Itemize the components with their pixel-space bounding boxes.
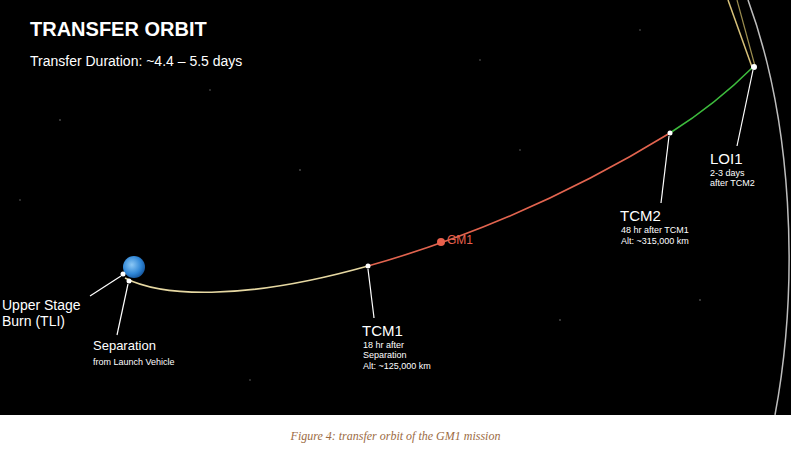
trajectory-segment	[670, 67, 753, 133]
figure-caption: Figure 4: transfer orbit of the GM1 miss…	[0, 429, 791, 444]
star	[209, 89, 210, 90]
stars	[19, 29, 701, 380]
star	[519, 149, 520, 150]
star	[249, 379, 250, 380]
star	[699, 299, 701, 301]
subtitle: Transfer Duration: ~4.4 – 5.5 days	[30, 53, 242, 69]
star	[559, 319, 561, 321]
diagram-title: TRANSFER ORBIT	[30, 18, 207, 41]
event-point	[751, 64, 757, 70]
event-note: Alt: ~125,000 km	[363, 361, 431, 371]
leader-line	[737, 70, 753, 146]
event-point	[668, 131, 673, 136]
event-point	[127, 279, 132, 284]
spacecraft-label: GM1	[447, 234, 473, 248]
event-note: 18 hr after Separation	[363, 340, 419, 361]
event-note: 48 hr after TCM1	[621, 225, 689, 235]
event-point	[366, 264, 371, 269]
event-label: TCM2	[620, 207, 661, 224]
event-note: from Launch Vehicle	[93, 357, 175, 367]
earth	[123, 256, 145, 278]
star	[639, 29, 640, 30]
leader-line	[117, 284, 128, 335]
star	[479, 59, 480, 60]
star	[19, 199, 20, 200]
spacecraft-marker	[437, 238, 445, 246]
trajectory-segment	[125, 266, 368, 292]
event-note: Alt: ~315,000 km	[621, 236, 689, 246]
event-label: TCM1	[362, 322, 403, 339]
star	[299, 169, 301, 171]
event-label: LOI1	[710, 150, 743, 167]
leader-lines	[90, 70, 753, 335]
trajectory-segment	[368, 133, 670, 266]
event-label: Upper Stage Burn (TLI)	[2, 297, 94, 329]
event-point	[121, 272, 126, 277]
event-note: 2-3 days after TCM2	[710, 168, 764, 189]
lunar-orbit-line	[737, 0, 755, 66]
star	[59, 119, 61, 121]
event-label: Separation	[93, 339, 156, 354]
leader-line	[90, 276, 121, 296]
leader-line	[661, 136, 669, 203]
leader-line	[368, 269, 374, 318]
